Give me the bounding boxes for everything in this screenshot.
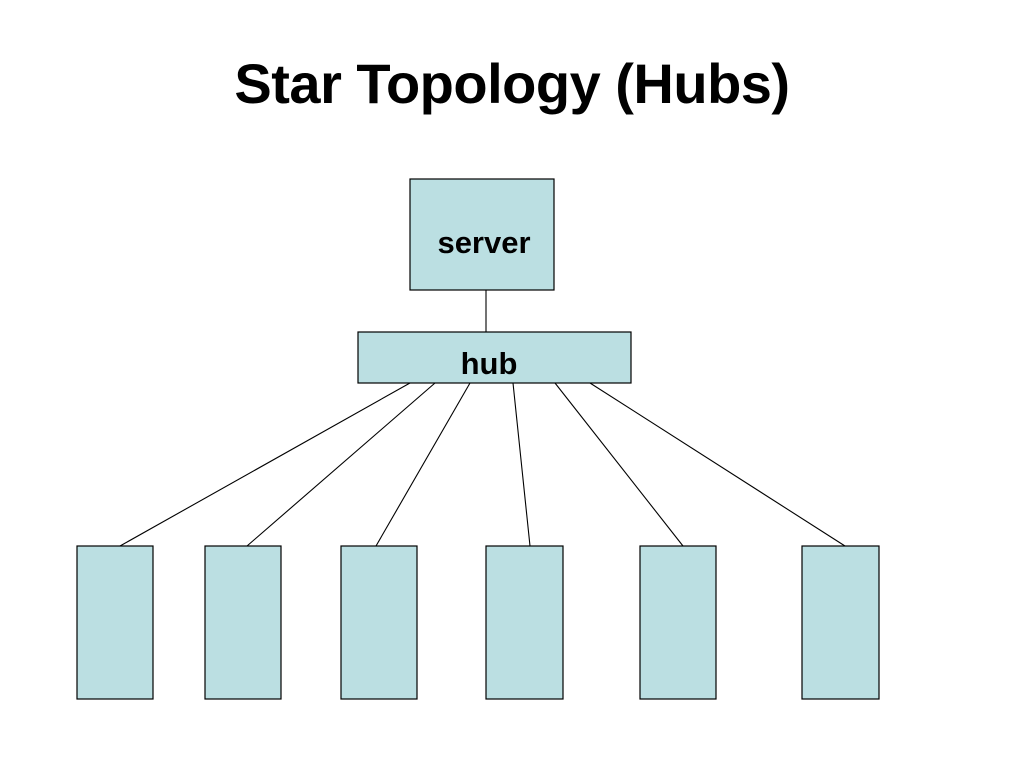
client-6-box xyxy=(801,545,880,700)
client-5-box xyxy=(639,545,717,700)
link-hub-client-2 xyxy=(246,382,436,547)
client-nodes xyxy=(76,545,880,700)
server-node: server xyxy=(409,178,555,291)
hub-label: hub xyxy=(461,346,518,381)
hub-node: hub xyxy=(357,331,632,384)
link-hub-client-4 xyxy=(512,382,531,547)
link-hub-client-5 xyxy=(554,382,684,547)
link-hub-client-6 xyxy=(589,382,846,547)
server-box xyxy=(409,178,555,291)
hub-box xyxy=(357,331,632,384)
client-4-box xyxy=(485,545,564,700)
links xyxy=(119,290,846,547)
link-hub-client-3 xyxy=(375,382,471,547)
client-3-box xyxy=(340,545,418,700)
client-1-box xyxy=(76,545,154,700)
slide-title: Star Topology (Hubs) xyxy=(234,52,790,115)
link-hub-client-1 xyxy=(119,382,411,547)
server-label: server xyxy=(437,225,530,260)
client-2-box xyxy=(204,545,282,700)
